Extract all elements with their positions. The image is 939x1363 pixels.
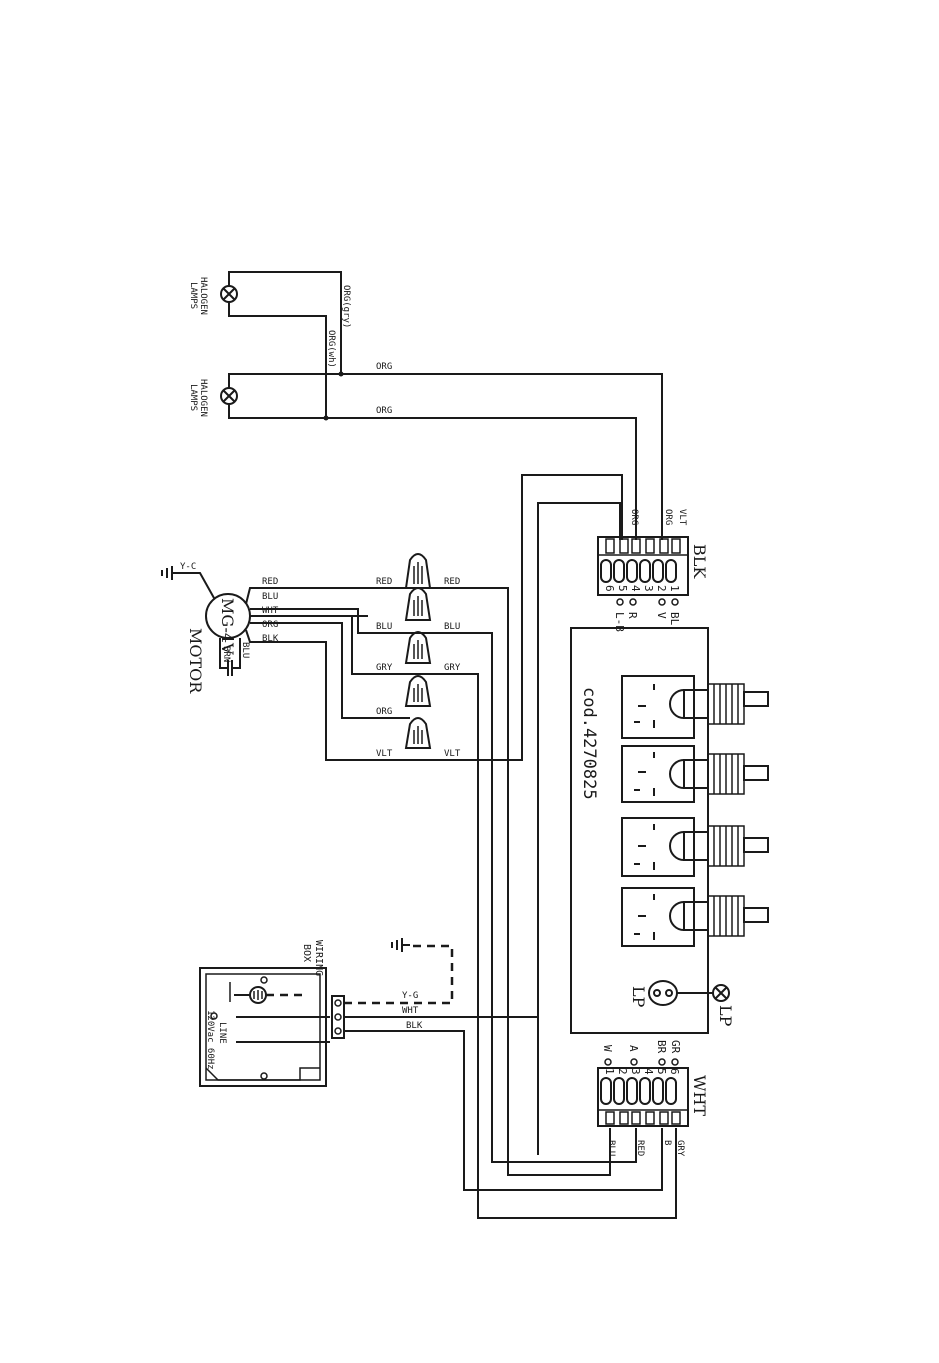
board-code: cod.4270825 (579, 687, 599, 800)
wire-blk-pin-link (538, 503, 620, 1155)
wht-pin-3: 3 (629, 1068, 642, 1075)
splice-blu-in: BLU (376, 622, 392, 632)
wht-terminals: W A BR GR (601, 1040, 682, 1065)
motor-wire-org: ORG (262, 620, 278, 630)
splice-gry-out: GRY (444, 663, 461, 673)
wire-nut-2 (406, 588, 430, 620)
connector-blk-name: BLK (690, 544, 709, 579)
switch-1 (622, 676, 768, 738)
wiring-box-title-2: BOX (301, 944, 312, 962)
connector-wht-name: WHT (690, 1075, 709, 1116)
blk-pin-6: 6 (603, 585, 616, 592)
wiring-box: LINE 120Vac 60Hz WIRING BOX (200, 940, 330, 1086)
wht-pin-1: 1 (603, 1068, 616, 1075)
blk-pin-2: 2 (655, 585, 668, 592)
capacitor-blu-label: BLU (240, 642, 250, 658)
wht-pin-4: 4 (642, 1068, 655, 1075)
wire-org-wh-label: ORG(wh) (326, 330, 336, 368)
control-board: cod.4270825 (571, 628, 768, 1033)
wire-org-label-2: ORG (376, 406, 392, 416)
supply-wire-blk: BLK (406, 1021, 423, 1031)
wire-nut-5 (406, 718, 430, 748)
wire-nut-3 (406, 632, 430, 663)
wht-pin-5: 5 (655, 1068, 668, 1075)
supply-wire-yg: Y-G (402, 991, 418, 1001)
blk-wire-org-b: ORG (663, 509, 673, 525)
motor-ground-label: Y-C (180, 562, 196, 572)
terminal-block (332, 996, 344, 1038)
wht-terminal-gr: GR (669, 1040, 682, 1054)
blk-wire-vlt: VLT (677, 509, 687, 526)
blk-terminal-v: V (655, 612, 668, 619)
blk-terminal-bl: BL (668, 612, 681, 626)
switch-3 (622, 818, 768, 876)
switch-4 (622, 888, 768, 946)
wire-org-label-1: ORG (376, 362, 392, 372)
lp-lamp-label: LP (716, 1005, 735, 1027)
wht-terminal-br: BR (655, 1040, 668, 1054)
lp-indicator: LP LP (629, 981, 735, 1027)
wire-nut-4 (406, 676, 430, 706)
connector-wht: WHT 1 2 3 4 5 6 BLU RED B GRY (598, 1068, 709, 1157)
lamp-1-label-1: HALOGEN (198, 277, 208, 315)
wht-terminal-w: W (601, 1045, 614, 1052)
motor-wire-blu: BLU (262, 592, 278, 602)
blk-terminal-lb: L-B (613, 612, 626, 632)
blk-terminal-r: R (626, 612, 639, 619)
lp-label: LP (629, 986, 648, 1008)
motor: MG-4V MOTOR Y-C BRN BLU (162, 562, 250, 694)
blk-pin-4: 4 (629, 585, 642, 592)
wht-pin-6: 6 (668, 1068, 681, 1075)
switch-2 (622, 746, 768, 802)
supply-wire-wht: WHT (402, 1006, 419, 1016)
wht-pin-2: 2 (616, 1068, 629, 1075)
wht-terminal-a: A (627, 1045, 640, 1052)
splice-org-in: ORG (376, 707, 392, 717)
splice-red-out: RED (444, 577, 460, 587)
lamp-2-label-2: LAMPS (188, 384, 198, 411)
motor-label: MOTOR (186, 628, 205, 694)
splice-vlt-out: VLT (444, 749, 461, 759)
blk-pin-3: 3 (642, 585, 655, 592)
wiring-box-title-1: WIRING (313, 940, 324, 976)
lamp-wiring: ORG(gry) ORG(wh) ORG ORG (229, 272, 662, 540)
splice-vlt-in: VLT (376, 749, 393, 759)
motor-wire-blk: BLK (262, 634, 279, 644)
wire-nut-1 (406, 554, 430, 588)
wht-wire-b: B (662, 1140, 672, 1145)
blk-pin-1: 1 (668, 585, 681, 592)
blk-pin-5: 5 (616, 585, 629, 592)
blk-wire-org-a: ORG (629, 509, 639, 525)
wire-org-gry-label: ORG(gry) (341, 285, 351, 328)
lamp-2-label-1: HALOGEN (198, 379, 208, 417)
motor-wire-red: RED (262, 577, 278, 587)
connector-blk: BLK 1 2 3 4 5 6 ORG ORG VLT (598, 509, 709, 595)
capacitor-brn-label: BRN (221, 646, 231, 662)
wiring-box-supply-label: 120Vac 60Hz (205, 1010, 215, 1070)
splice-red-in: RED (376, 577, 392, 587)
splice-gry-in: GRY (376, 663, 393, 673)
wiring-box-line-label: LINE (217, 1022, 227, 1044)
splice-blu-out: BLU (444, 622, 460, 632)
lamp-1-label-2: LAMPS (188, 282, 198, 309)
motor-wire-wht: WHT (262, 606, 279, 616)
